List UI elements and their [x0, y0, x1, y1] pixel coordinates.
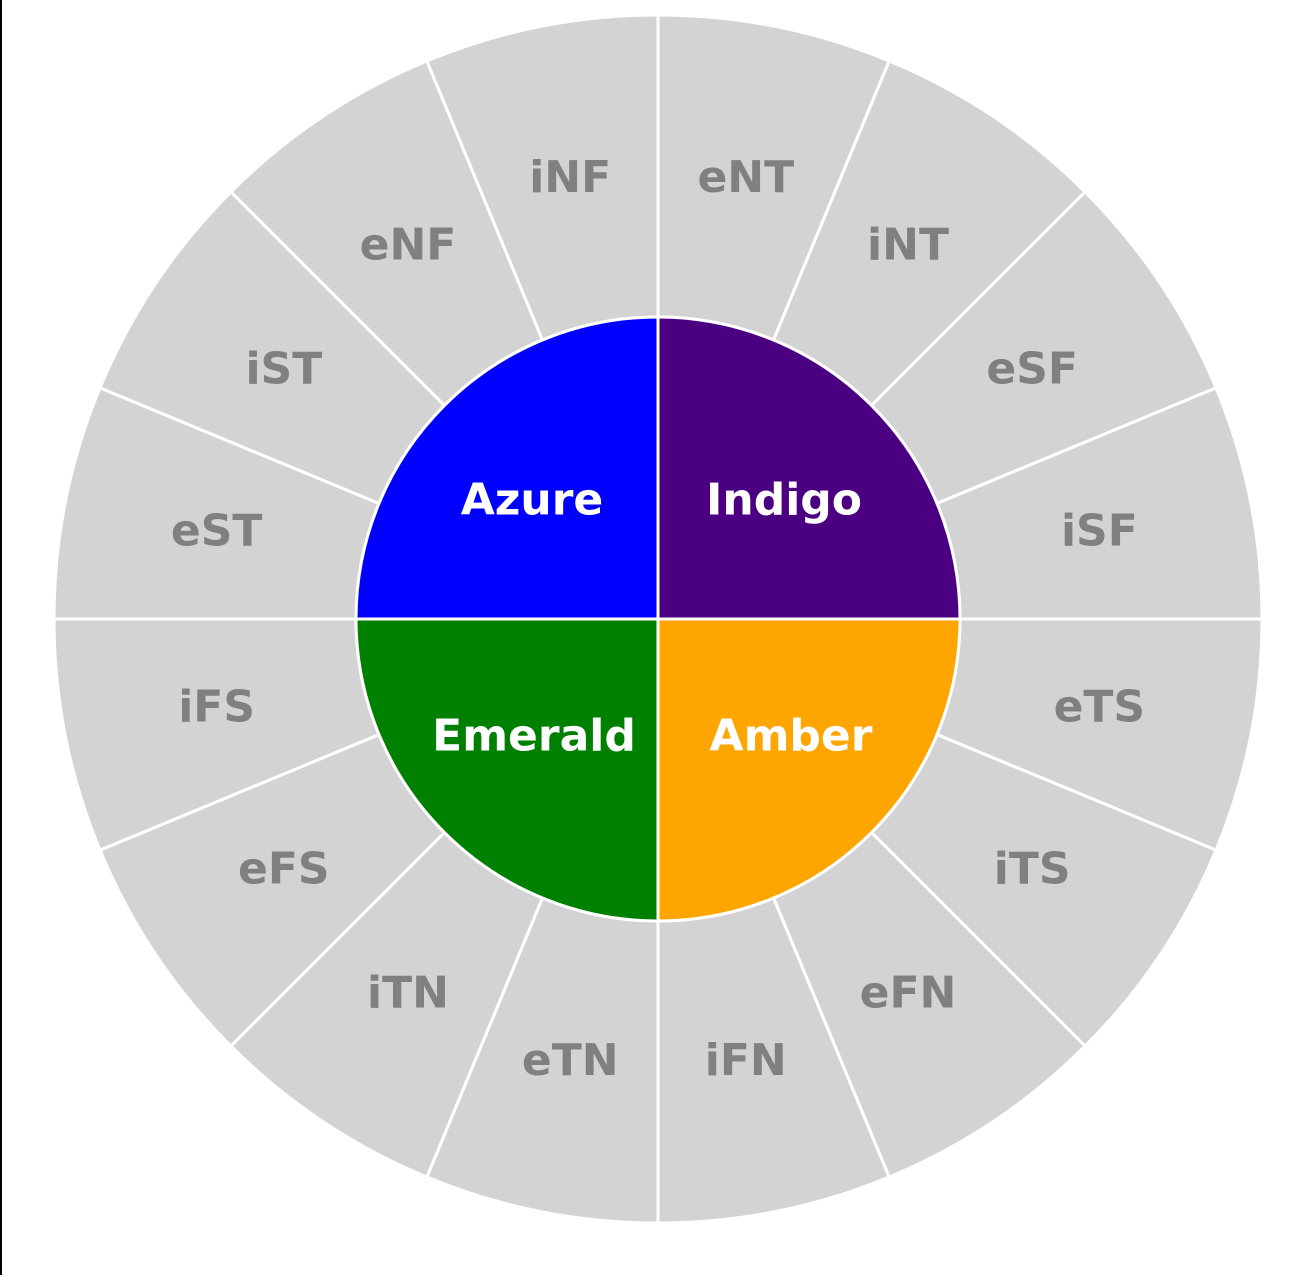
outer-segment-label-iST: iST: [245, 343, 322, 394]
outer-segment-label-iFS: iFS: [178, 681, 255, 732]
quadrant-label-indigo: Indigo: [706, 475, 862, 526]
outer-segment-label-eNT: eNT: [697, 152, 794, 203]
outer-segment-label-iSF: iSF: [1061, 506, 1138, 557]
outer-segment-label-iFN: iFN: [705, 1035, 787, 1086]
quadrant-label-azure: Azure: [461, 475, 604, 526]
outer-segment-label-eFS: eFS: [238, 844, 330, 895]
quadrant-label-emerald: Emerald: [432, 711, 636, 762]
inner-circle: [354, 315, 962, 923]
outer-segment-label-eTS: eTS: [1054, 681, 1146, 732]
left-border-line: [0, 0, 2, 1275]
outer-segment-label-eFN: eFN: [860, 968, 957, 1019]
inner-labels: Azure Indigo Amber Emerald: [432, 475, 873, 762]
outer-segment-label-iNF: iNF: [529, 152, 611, 203]
quadrant-amber: [658, 619, 960, 921]
outer-segment-label-eSF: eSF: [986, 343, 1078, 394]
quadrant-label-amber: Amber: [710, 711, 873, 762]
outer-segment-label-iNT: iNT: [867, 219, 949, 270]
outer-segment-label-iTN: iTN: [367, 968, 449, 1019]
outer-segment-label-eTN: eTN: [522, 1035, 619, 1086]
outer-segment-label-eST: eST: [171, 506, 263, 557]
quadrant-emerald: [356, 619, 658, 921]
quadrant-azure: [356, 317, 658, 619]
quadrant-indigo: [658, 317, 960, 619]
inner-dividers: [356, 318, 960, 920]
outer-segment-label-eNF: eNF: [360, 219, 457, 270]
outer-segment-label-iTS: iTS: [994, 844, 1071, 895]
